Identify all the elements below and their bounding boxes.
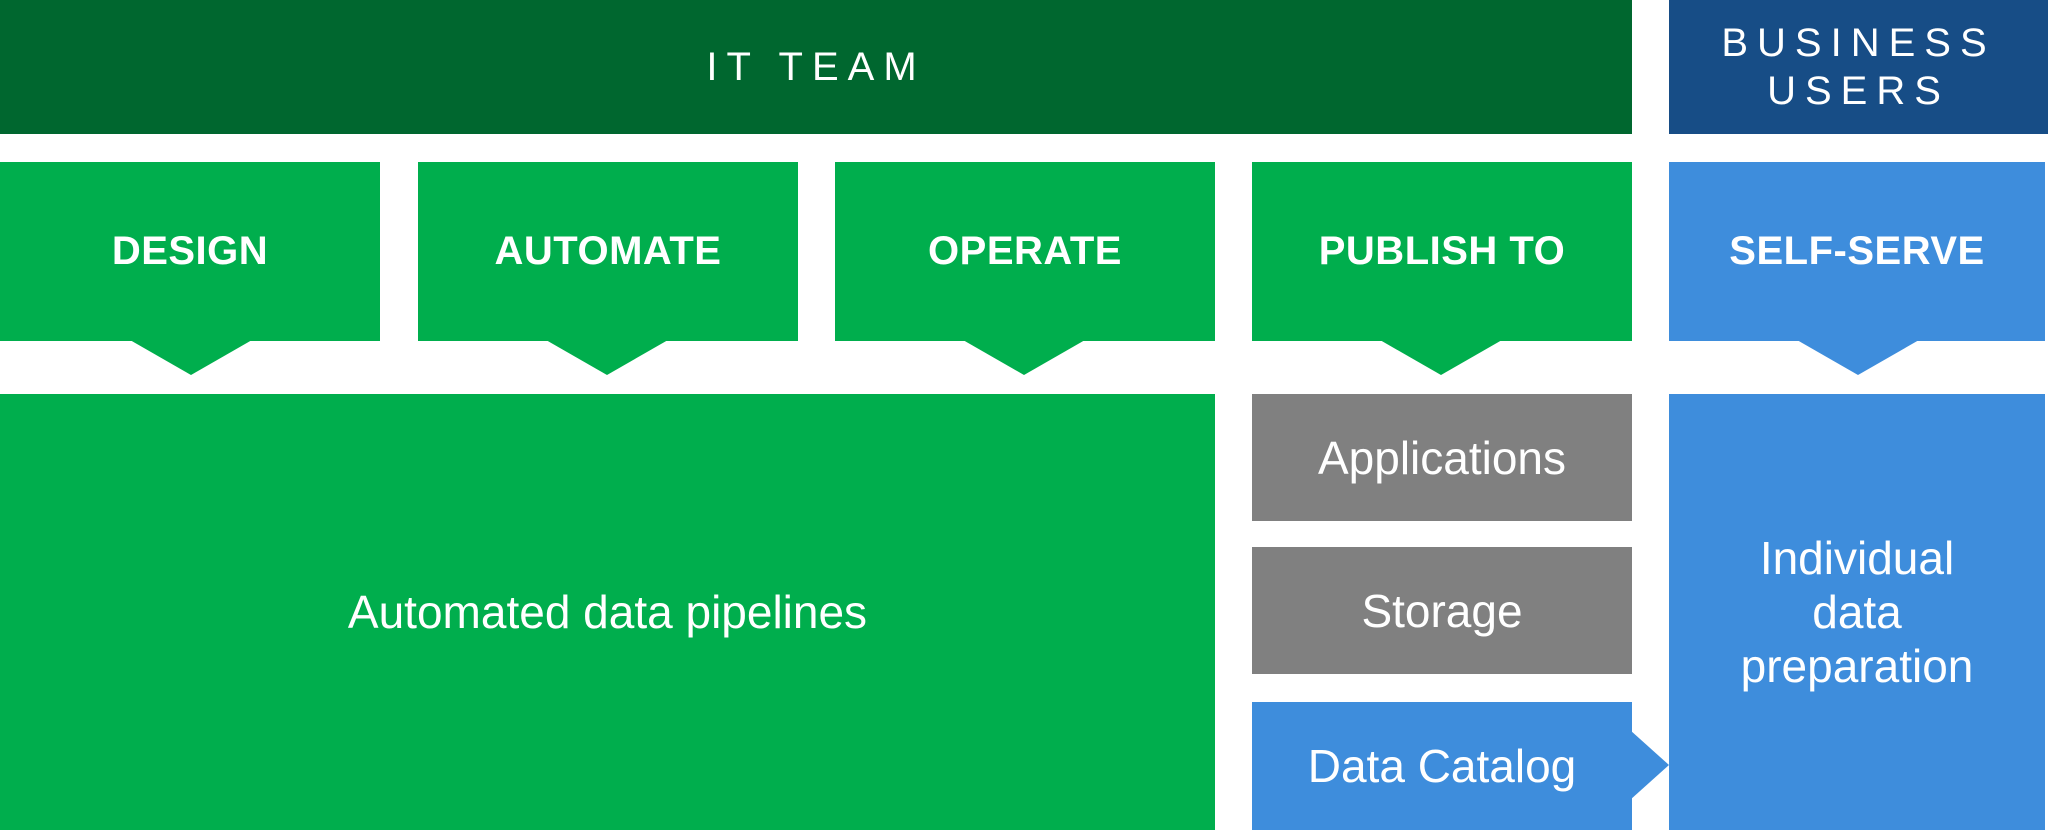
stage-publish-to-label: PUBLISH TO <box>1318 229 1566 273</box>
stage-self-serve-label: SELF-SERVE <box>1729 229 1985 273</box>
operate-pointer <box>963 340 1085 375</box>
automated-pipelines-label: Automated data pipelines <box>347 586 868 638</box>
stage-operate: OPERATE <box>835 162 1215 341</box>
stage-publish-to: PUBLISH TO <box>1252 162 1632 341</box>
stage-automate-label: AUTOMATE <box>494 229 722 273</box>
individual-prep-label: Individual data preparation <box>1740 532 1974 692</box>
applications-block: Applications <box>1252 394 1632 521</box>
it-team-header: IT TEAM <box>0 0 1632 134</box>
storage-block: Storage <box>1252 547 1632 674</box>
data-catalog-block: Data Catalog <box>1252 702 1632 830</box>
stage-operate-label: OPERATE <box>928 229 1122 273</box>
automate-pointer <box>546 340 668 375</box>
individual-prep-block: Individual data preparation <box>1669 394 2045 830</box>
data-catalog-label: Data Catalog <box>1307 740 1577 792</box>
it-team-label: IT TEAM <box>706 45 926 89</box>
business-users-label: BUSINESS USERS <box>1721 21 1996 113</box>
publish-pointer <box>1380 340 1502 375</box>
self-serve-pointer <box>1797 340 1919 375</box>
applications-label: Applications <box>1317 431 1567 484</box>
storage-label: Storage <box>1361 584 1523 637</box>
stage-self-serve: SELF-SERVE <box>1669 162 2045 341</box>
design-pointer <box>130 340 252 375</box>
stage-automate: AUTOMATE <box>418 162 798 341</box>
business-users-header: BUSINESS USERS <box>1669 0 2048 134</box>
automated-pipelines-block: Automated data pipelines <box>0 394 1215 830</box>
stage-design-label: DESIGN <box>111 229 269 273</box>
stage-design: DESIGN <box>0 162 380 341</box>
data-catalog-arrow <box>1630 730 1669 800</box>
